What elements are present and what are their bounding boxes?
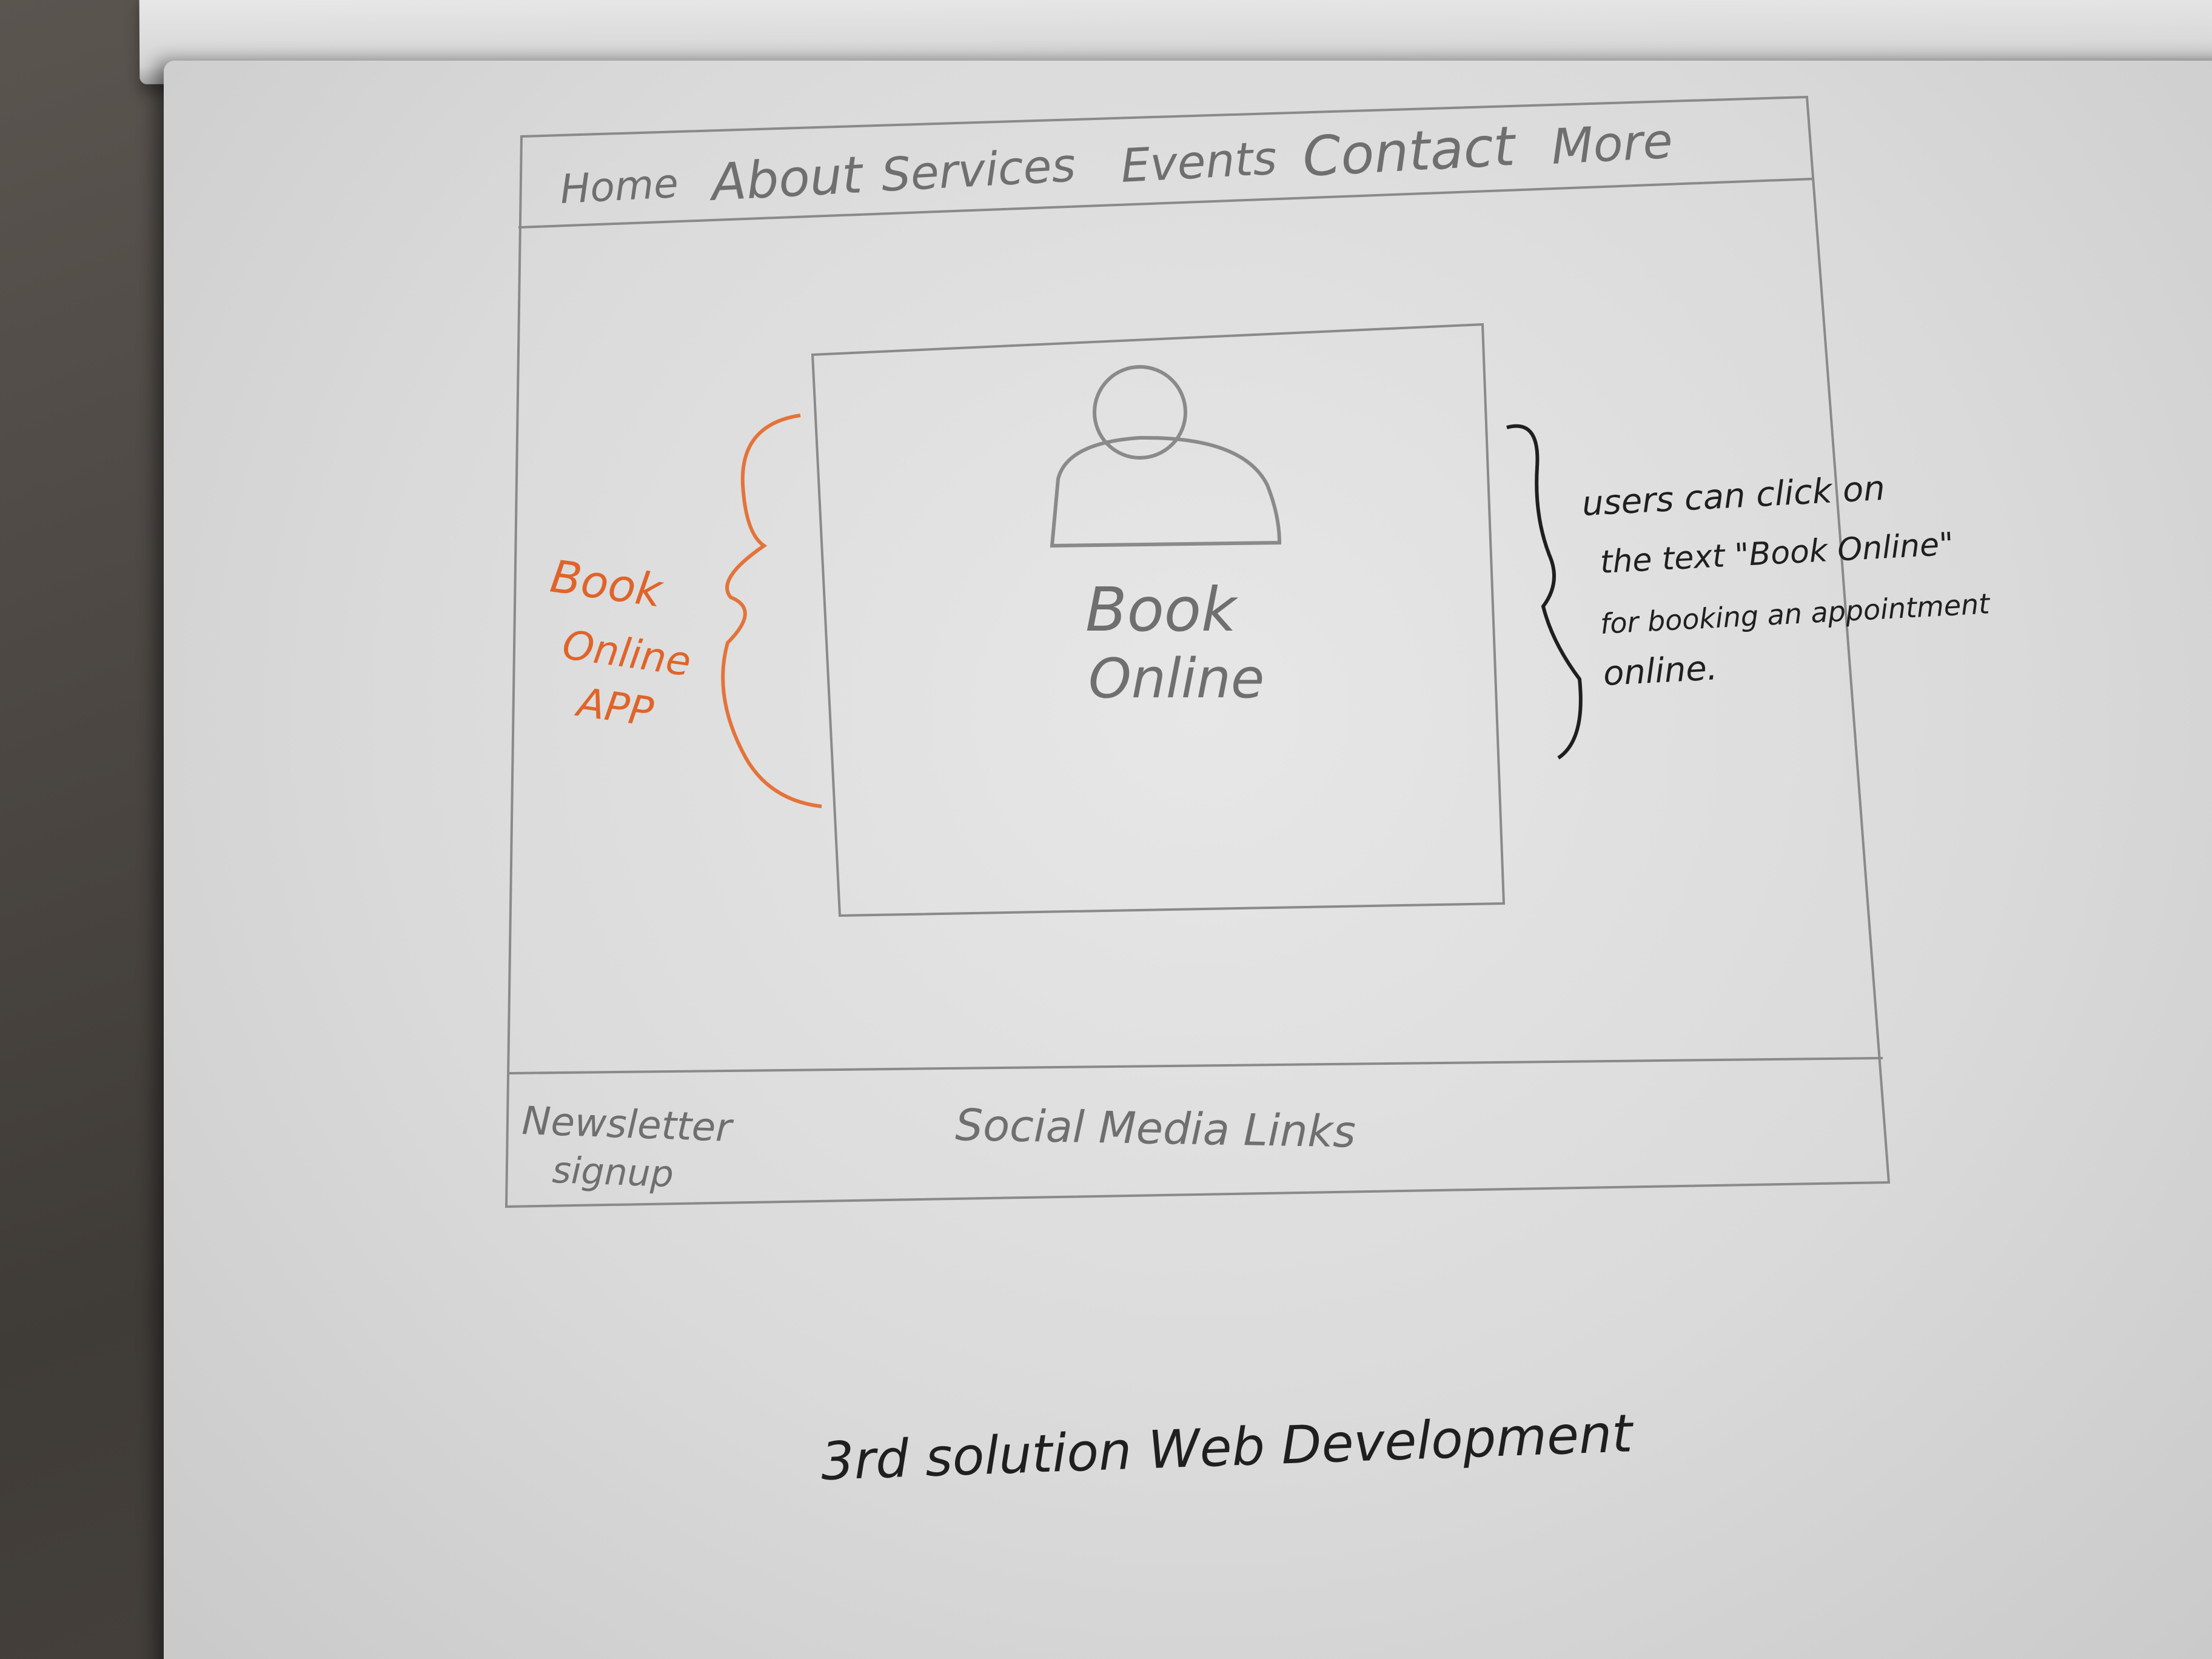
left-brace — [721, 414, 822, 808]
annotation-right-line1: users can click on — [1581, 469, 1886, 524]
footer-divider — [508, 1057, 1883, 1074]
user-icon — [1050, 365, 1282, 548]
hero-box — [811, 323, 1506, 917]
footer-newsletter-line1[interactable]: Newsletter — [521, 1099, 734, 1151]
sketch-caption: 3rd solution Web Development — [820, 1403, 1635, 1492]
book-online-link-line2[interactable]: Online — [1088, 647, 1264, 711]
nav-item-services[interactable]: Services — [880, 138, 1077, 202]
footer-newsletter-line2[interactable]: signup — [551, 1149, 674, 1196]
nav-item-more[interactable]: More — [1550, 113, 1674, 175]
right-brace — [1506, 424, 1583, 760]
footer-social-links[interactable]: Social Media Links — [955, 1099, 1356, 1158]
sketch-paper — [164, 61, 2212, 1659]
nav-bar: Home About Services Events Contact More — [559, 113, 1674, 213]
nav-item-contact[interactable]: Contact — [1301, 115, 1519, 189]
nav-item-events[interactable]: Events — [1119, 131, 1278, 193]
book-online-link-line1[interactable]: Book — [1085, 574, 1239, 645]
nav-item-about[interactable]: About — [707, 145, 865, 212]
nav-item-home[interactable]: Home — [559, 160, 680, 213]
annotation-right-line2: the text "Book Online" — [1600, 526, 1955, 581]
page-frame — [504, 95, 1891, 1208]
annotation-left-line1: Book — [547, 551, 666, 618]
nav-divider — [518, 178, 1814, 229]
annotation-right-line3: for booking an appointment — [1600, 587, 1992, 640]
annotation-left-line2: Online — [560, 622, 694, 686]
annotation-right-line4: online. — [1602, 648, 1718, 694]
annotation-left-line3: APP — [572, 679, 656, 736]
